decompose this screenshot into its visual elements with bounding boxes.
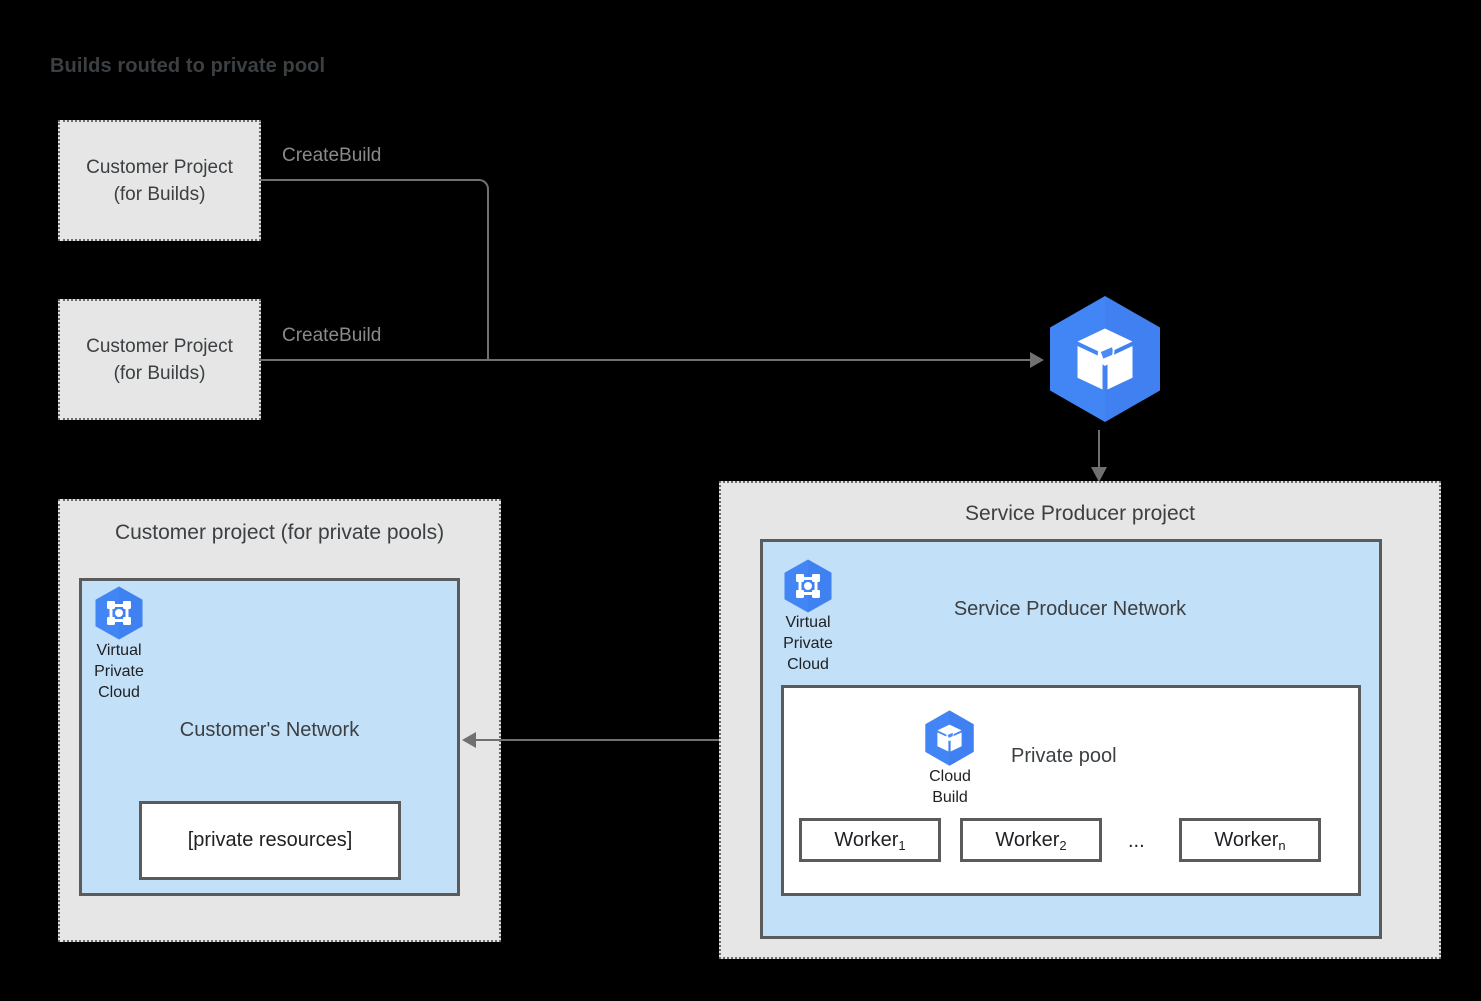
worker-label-1: Worker1: [834, 828, 906, 853]
peering-connector-line: [476, 739, 765, 741]
connector-box1-vertical: [487, 191, 489, 361]
connector-box1-horizontal: [259, 179, 479, 181]
customer-project-builds-label-2: Customer Project (for Builds): [86, 335, 233, 384]
worker-box-1: Worker1: [799, 818, 941, 862]
page-title: Builds routed to private pool: [50, 55, 326, 77]
connector-cloudbuild-to-producer: [1098, 430, 1100, 470]
virtual-private-cloud-icon: [781, 558, 835, 614]
worker-label-2: Worker2: [995, 828, 1067, 853]
worker-ellipsis: ...: [1128, 830, 1145, 852]
private-pool-label: Private pool: [1011, 745, 1117, 767]
cloud-build-icon: [921, 709, 978, 768]
arrowhead-to-cloud-build: [1030, 352, 1044, 368]
private-resources-box: [private resources]: [139, 801, 401, 880]
cloud-build-icon: [1043, 293, 1167, 427]
service-producer-heading: Service Producer project: [965, 502, 1195, 525]
worker-box-n: Workern: [1179, 818, 1321, 862]
cloud-build-icon-caption: Cloud Build: [929, 768, 971, 806]
customer-project-heading: Customer project (for private pools): [114, 521, 445, 544]
customers-network-label: Customer's Network: [179, 719, 360, 741]
worker-box-2: Worker2: [960, 818, 1102, 862]
vpc-icon-caption-left: Virtual Private Cloud: [94, 642, 144, 701]
worker-label-n: Workern: [1214, 828, 1286, 853]
customer-project-builds-box-1: Customer Project (for Builds): [58, 120, 261, 241]
virtual-private-cloud-icon: [92, 585, 146, 641]
customer-project-builds-label-1: Customer Project (for Builds): [86, 156, 233, 205]
edge-label-createbuild-1: CreateBuild: [282, 145, 382, 166]
vpc-icon-caption-right: Virtual Private Cloud: [783, 614, 833, 673]
private-resources-label: [private resources]: [187, 829, 353, 851]
arrowhead-peering-left: [462, 732, 476, 748]
customer-project-builds-box-2: Customer Project (for Builds): [58, 299, 261, 420]
connector-box2-horizontal: [259, 359, 1034, 361]
service-producer-network-label: Service Producer Network: [953, 598, 1187, 620]
arrowhead-to-service-producer: [1091, 467, 1107, 482]
connector-box1-corner: [477, 179, 489, 193]
private-pool-box: [781, 685, 1361, 896]
edge-label-createbuild-2: CreateBuild: [282, 325, 382, 346]
